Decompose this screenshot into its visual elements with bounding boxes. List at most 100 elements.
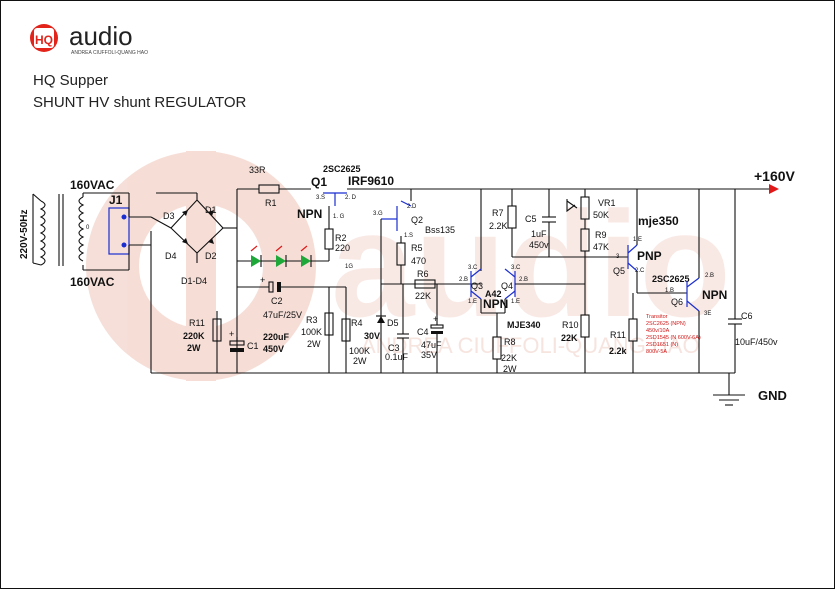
q1-pin-d: 2. D [345,195,357,201]
title-line2: SHUNT HV shunt REGULATOR [33,94,247,111]
r1-name: R1 [265,198,277,208]
led-string: 1G [237,245,353,270]
c6-value: 10uF/450v [735,337,778,347]
q2-type: Bss135 [425,225,455,235]
logo-tagline: ANDREA CIUFFOLI-QUANG HAO [71,50,148,56]
c1-voltage: 450V [263,344,284,354]
d5-name: D5 [387,318,399,328]
c5-name: C5 [525,214,537,224]
vr1-name: VR1 [598,198,616,208]
title-line1: HQ Supper [33,72,108,89]
c1-value: 220uF [263,332,290,342]
note-line: 2SC2625 (NPN) [646,321,686,327]
output-voltage: +160V [754,168,796,184]
r8-value: 22K [501,353,517,363]
note-line: 800V-5A [646,349,667,355]
mje340-label: MJE340 [507,320,541,330]
d4-label: D4 [165,251,177,261]
sec-top-label: 160VAC [70,178,115,192]
q1-type: 2SC2625 [323,164,361,174]
watermark-tagline: ANDREA CIUFFOLI-QUANG HAO [361,333,700,358]
q2-pin-d: 2.D [407,204,417,210]
r3-power: 2W [307,339,321,349]
r9-name: R9 [595,230,607,240]
q2-pin-g: 3.G [373,211,383,217]
q4-name: Q4 [501,281,513,291]
q4-pin-b: 2.B [519,277,528,283]
q1-mosfet: IRF9610 [348,174,394,188]
ground-label: GND [758,388,787,403]
c2-name: C2 [271,296,283,306]
transformer: 220V-50Hz 160VAC 160VAC 0 J1 [19,178,130,289]
note-line: Transitor [646,314,668,320]
watermark-word: audio [331,180,731,348]
q5-pin-b: 3 [616,254,620,260]
r6-name: R6 [417,269,429,279]
led-note: 1G [345,264,353,270]
q2-pin-s: 1.S [404,233,413,239]
q34-kind: NPN [483,297,508,311]
c2-plus: + [260,275,265,285]
r11-name: R11 [189,318,205,328]
r8-name: R8 [504,337,516,347]
q5-name: Q5 [613,266,625,276]
c5-voltage: 450v [529,240,549,250]
r8-power: 2W [503,364,517,374]
d1-label: D1 [205,205,217,215]
q3-pin-b: 2.B [459,277,468,283]
d5-value: 30V [364,331,380,341]
r2-value: 220 [335,243,350,253]
r10-name: R10 [562,320,579,330]
r6-value: 22K [415,291,431,301]
logo-word: audio [69,21,133,51]
output-arrow [769,184,779,194]
c3-name: C3 [388,343,400,353]
note-line: 450v/10A [646,328,670,334]
r10-value: 22K [561,333,578,343]
r3-name: R3 [306,315,318,325]
c4-value: 47uF [421,340,442,350]
q6-pin-e: 3E [704,311,711,317]
c4-name: C4 [417,327,429,337]
q1-pin-s: 3.S [316,195,325,201]
r11b-value: 2.2k [609,346,628,356]
q3-name: Q3 [471,281,483,291]
c2-value: 47uF/25V [263,310,302,320]
c6-name: C6 [741,311,753,321]
r5-name: R5 [411,243,423,253]
sec-bottom-label: 160VAC [70,275,115,289]
c1-plus: + [229,329,234,339]
q34-model: A42 [485,289,502,299]
q4-pin-e: 1.E [511,299,520,305]
q5-kind: PNP [637,249,662,263]
r4-value: 100K [349,346,370,356]
r7-value: 2.2K [489,221,508,231]
r11-power: 2W [187,343,201,353]
q3-pin-c: 3.C [468,265,478,271]
r11-value: 220K [183,331,205,341]
r9-value: 47K [593,242,609,252]
mains-label: 220V-50Hz [19,210,30,259]
r5-value: 470 [411,256,426,266]
transistor-note: Transitor 2SC2625 (NPN) 450v/10A 2SD1545… [646,314,701,355]
note-line: 2SD1545 (N 600V-6A) [646,335,701,341]
c1-name: C1 [247,341,259,351]
q6-type: 2SC2625 [652,274,690,284]
q6-pin-b: 1.B [665,288,674,294]
c4-voltage: 35V [421,350,437,360]
note-line: 2SD1651 (N) [646,342,678,348]
ct-pin: 0 [86,225,90,231]
connector-label: J1 [109,193,123,207]
d2-label: D2 [205,251,217,261]
q1-name: Q1 [311,175,327,189]
q6-pin-c: 2.B [705,273,714,279]
q1-pin-g: 1. G [333,214,345,220]
r7-name: R7 [492,208,504,218]
q4-pin-c: 3.C [511,265,521,271]
d3-label: D3 [163,211,175,221]
logo-mark: HQ [35,33,53,47]
bridge-rectifier: D3 D1 D4 D2 D1-D4 [129,192,237,373]
c4-plus: + [433,314,438,324]
